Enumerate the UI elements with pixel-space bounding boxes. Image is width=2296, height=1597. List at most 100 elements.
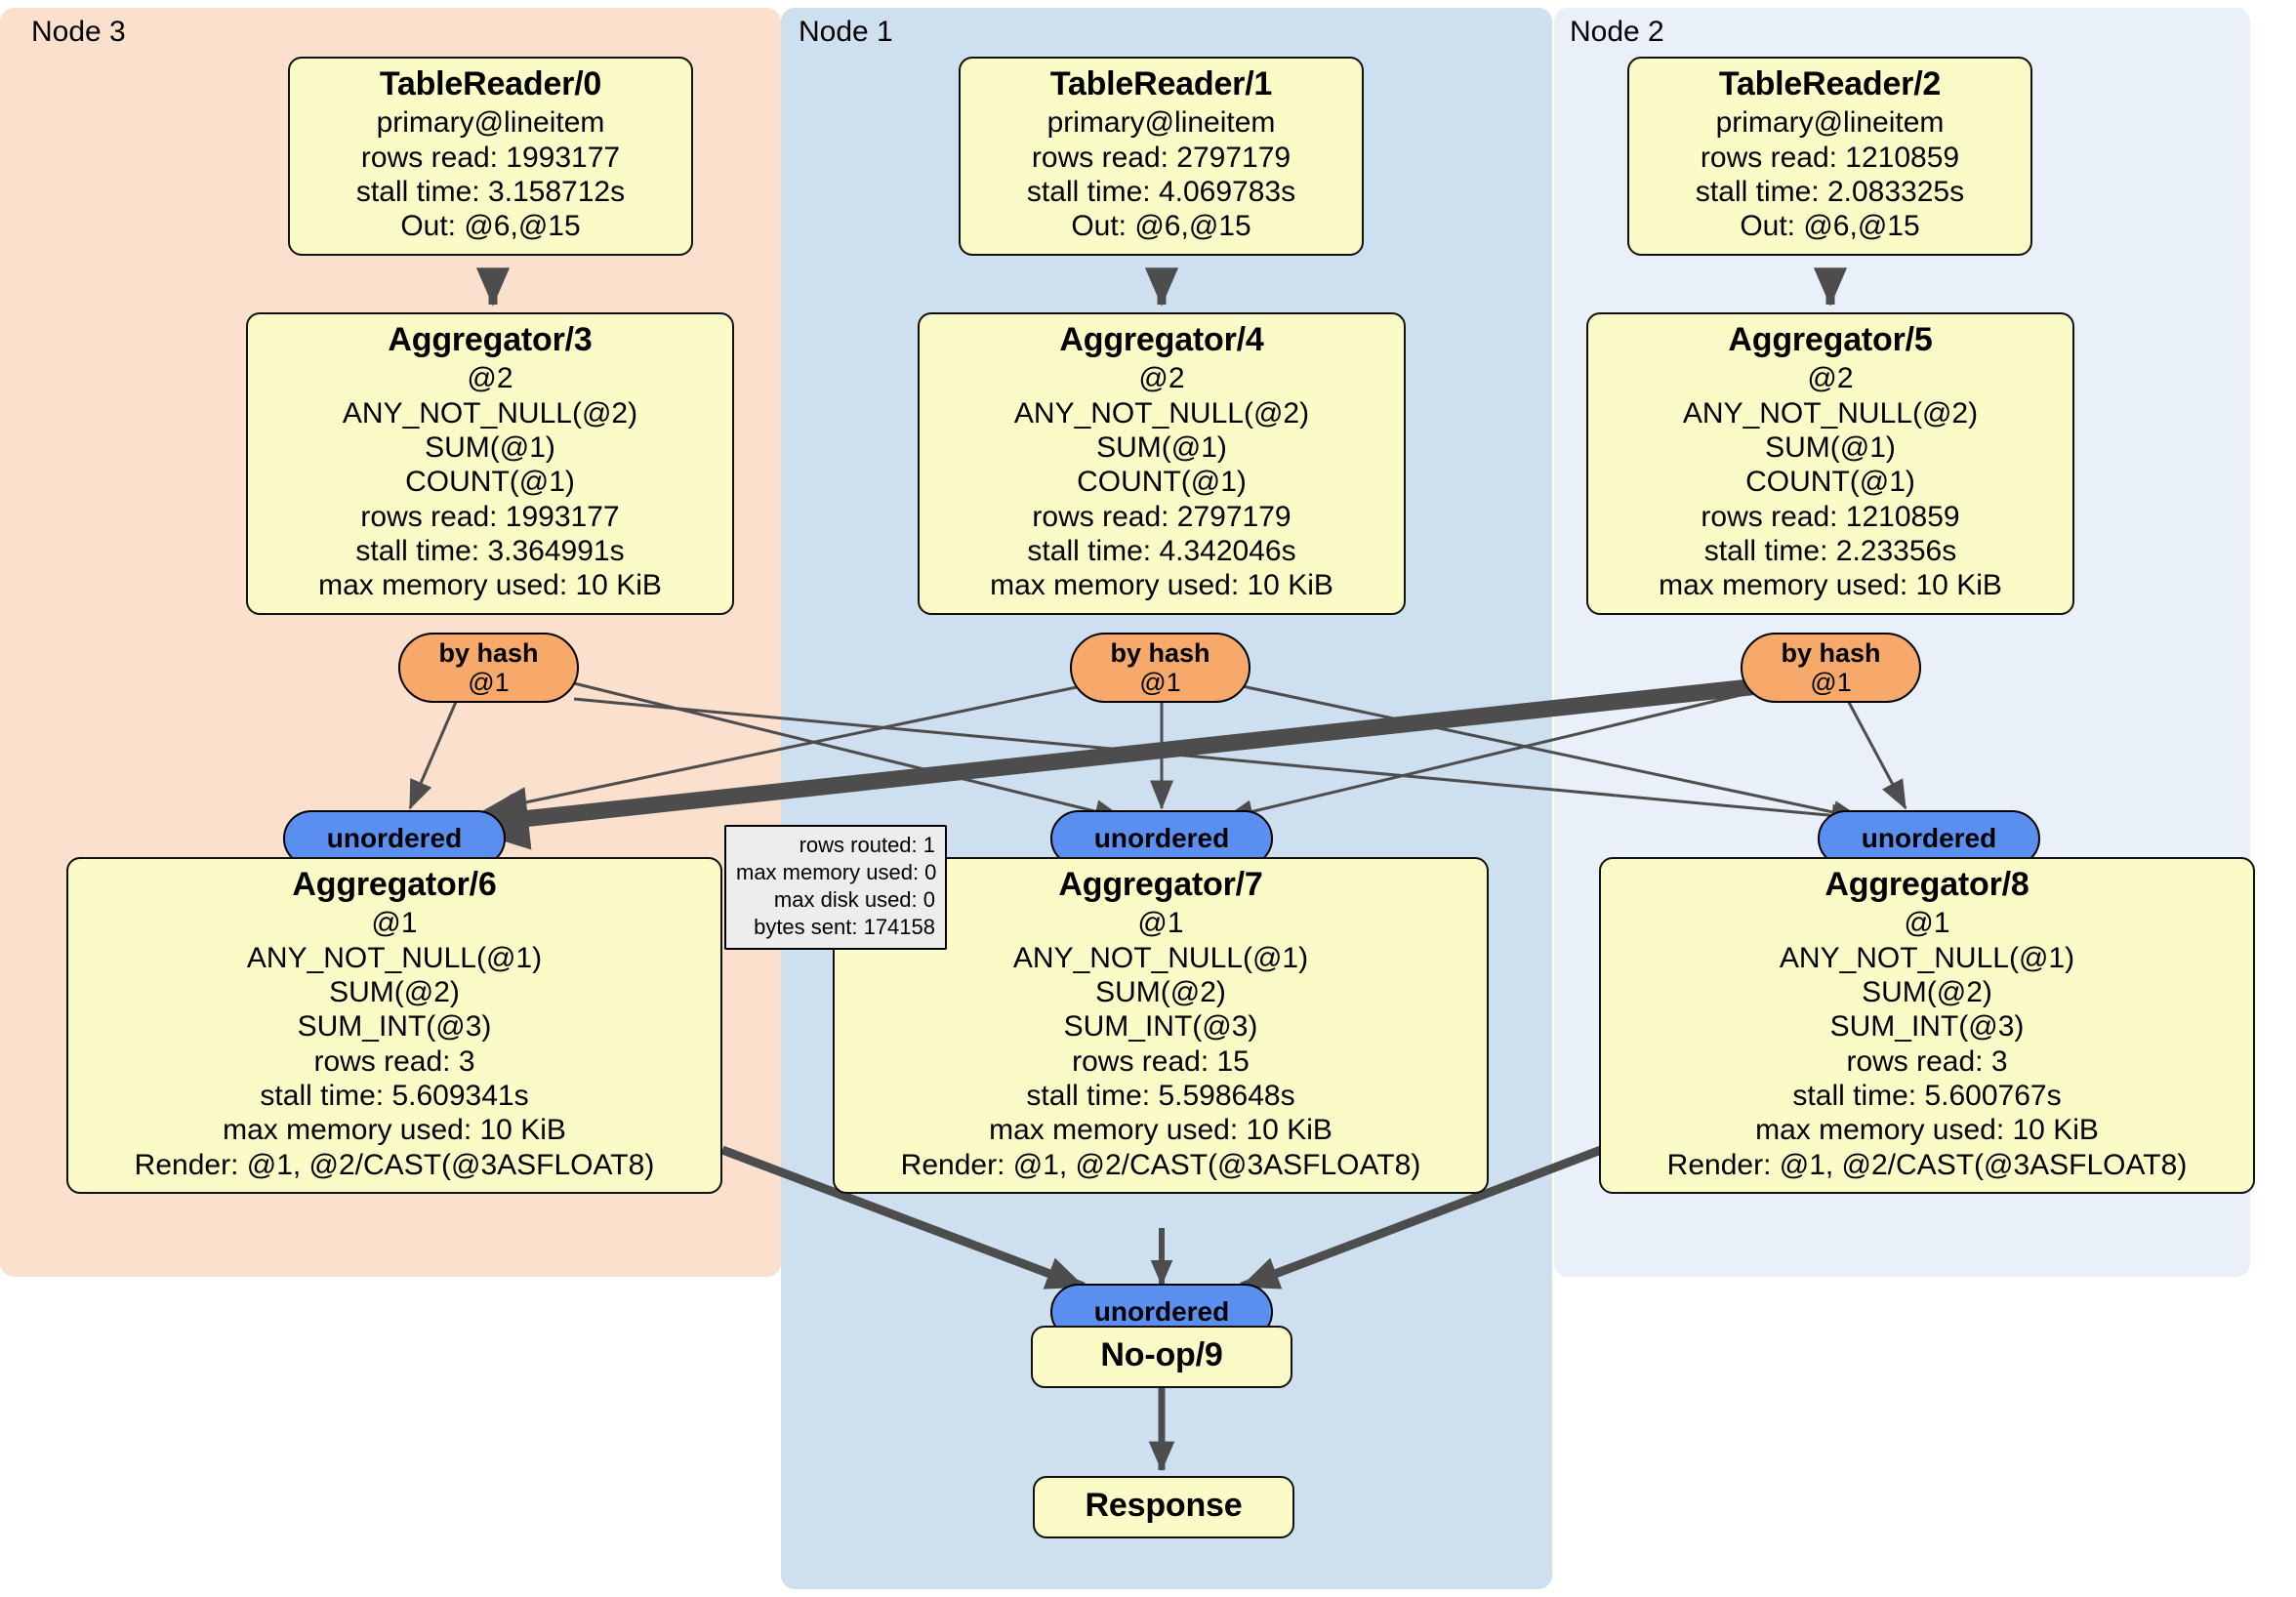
- node-line: Render: @1, @2/CAST(@3ASFLOAT8): [900, 1148, 1421, 1181]
- stats-line: rows routed: 1: [799, 833, 935, 857]
- node-table-reader-2[interactable]: TableReader/2 primary@lineitem rows read…: [1627, 57, 2032, 256]
- node-title: Aggregator/3: [388, 321, 593, 358]
- router-label: by hash: [1781, 637, 1881, 668]
- node-line: ANY_NOT_NULL(@2): [1013, 396, 1310, 430]
- node-title: No-op/9: [1100, 1336, 1223, 1373]
- router-by-hash-4[interactable]: by hash @1: [1070, 633, 1250, 703]
- router-column: @1: [1810, 668, 1852, 697]
- node-table-reader-0[interactable]: TableReader/0 primary@lineitem rows read…: [288, 57, 693, 256]
- node-line: Out: @6,@15: [1071, 210, 1251, 243]
- node-line: SUM(@1): [425, 430, 555, 464]
- node-line: ANY_NOT_NULL(@2): [1682, 396, 1979, 430]
- node-line: rows read: 1993177: [360, 141, 621, 174]
- node-title: TableReader/0: [379, 65, 602, 102]
- router-label: by hash: [438, 637, 539, 668]
- node-line: max memory used: 10 KiB: [989, 1114, 1332, 1147]
- node-line: SUM_INT(@3): [297, 1010, 492, 1044]
- node-line: SUM(@2): [1862, 975, 1992, 1008]
- node-line: ANY_NOT_NULL(@2): [342, 396, 638, 430]
- node-title: Aggregator/5: [1728, 321, 1933, 358]
- node-line: COUNT(@1): [1077, 466, 1247, 499]
- node-aggregator-3[interactable]: Aggregator/3 @2 ANY_NOT_NULL(@2) SUM(@1)…: [246, 312, 734, 615]
- node-line: SUM(@2): [329, 975, 460, 1008]
- node-line: ANY_NOT_NULL(@1): [1779, 941, 2075, 974]
- node-title: Aggregator/4: [1059, 321, 1264, 358]
- cluster-label-node2: Node 2: [1570, 16, 1664, 48]
- node-line: COUNT(@1): [405, 466, 575, 499]
- node-line: rows read: 3: [313, 1044, 475, 1078]
- node-no-op-9[interactable]: No-op/9: [1031, 1326, 1292, 1389]
- stats-line: max disk used: 0: [773, 887, 935, 913]
- node-line: SUM(@2): [1095, 975, 1226, 1008]
- node-line: stall time: 4.069783s: [1026, 175, 1296, 208]
- node-line: stall time: 2.083325s: [1695, 175, 1965, 208]
- node-line: SUM(@1): [1096, 430, 1227, 464]
- node-line: stall time: 2.23356s: [1703, 535, 1957, 568]
- node-title: Response: [1085, 1487, 1243, 1524]
- node-aggregator-5[interactable]: Aggregator/5 @2 ANY_NOT_NULL(@2) SUM(@1)…: [1586, 312, 2074, 615]
- node-line: rows read: 2797179: [1031, 141, 1292, 174]
- node-title: TableReader/2: [1718, 65, 1942, 102]
- node-line: max memory used: 10 KiB: [1659, 569, 2002, 602]
- node-line: max memory used: 10 KiB: [318, 569, 662, 602]
- node-line: primary@lineitem: [1715, 106, 1945, 140]
- receiver-label: unordered: [1861, 823, 1997, 854]
- node-line: SUM_INT(@3): [1063, 1010, 1258, 1044]
- node-title: TableReader/1: [1049, 65, 1273, 102]
- node-aggregator-4[interactable]: Aggregator/4 @2 ANY_NOT_NULL(@2) SUM(@1)…: [918, 312, 1406, 615]
- router-column: @1: [468, 668, 510, 697]
- node-line: max memory used: 10 KiB: [1755, 1114, 2099, 1147]
- node-line: Out: @6,@15: [400, 210, 581, 243]
- node-line: rows read: 1210859: [1701, 500, 1960, 533]
- node-line: stall time: 4.342046s: [1027, 535, 1296, 568]
- cluster-label-node1: Node 1: [799, 16, 893, 48]
- receiver-label: unordered: [326, 823, 463, 854]
- node-line: stall time: 5.609341s: [260, 1080, 529, 1113]
- node-line: max memory used: 10 KiB: [990, 569, 1333, 602]
- node-line: SUM(@1): [1765, 430, 1896, 464]
- node-line: @1: [1137, 907, 1184, 940]
- node-line: rows read: 15: [1072, 1044, 1250, 1078]
- node-line: rows read: 2797179: [1032, 500, 1292, 533]
- receiver-unordered-node2[interactable]: unordered: [1818, 810, 2040, 867]
- node-response[interactable]: Response: [1033, 1476, 1294, 1539]
- node-line: @2: [1807, 362, 1854, 395]
- cluster-label-node3: Node 3: [31, 16, 126, 48]
- node-aggregator-8[interactable]: Aggregator/8 @1 ANY_NOT_NULL(@1) SUM(@2)…: [1599, 857, 2255, 1195]
- router-by-hash-5[interactable]: by hash @1: [1741, 633, 1921, 703]
- node-line: max memory used: 10 KiB: [223, 1114, 566, 1147]
- node-table-reader-1[interactable]: TableReader/1 primary@lineitem rows read…: [959, 57, 1364, 256]
- node-title: Aggregator/7: [1058, 866, 1263, 903]
- node-line: COUNT(@1): [1745, 466, 1915, 499]
- node-line: @2: [467, 362, 513, 395]
- node-line: Render: @1, @2/CAST(@3ASFLOAT8): [1666, 1148, 2188, 1181]
- node-line: @1: [1904, 907, 1950, 940]
- node-line: primary@lineitem: [1046, 106, 1276, 140]
- stats-line: max memory used: 0: [736, 860, 937, 885]
- node-title: Aggregator/8: [1824, 866, 2030, 903]
- node-line: stall time: 5.598648s: [1026, 1080, 1295, 1113]
- node-line: Render: @1, @2/CAST(@3ASFLOAT8): [134, 1148, 655, 1181]
- node-line: stall time: 3.364991s: [355, 535, 625, 568]
- router-by-hash-3[interactable]: by hash @1: [398, 633, 579, 703]
- node-line: ANY_NOT_NULL(@1): [246, 941, 543, 974]
- receiver-label: unordered: [1093, 823, 1230, 854]
- router-column: @1: [1139, 668, 1181, 697]
- node-line: @2: [1138, 362, 1185, 395]
- node-title: Aggregator/6: [292, 866, 497, 903]
- node-line: ANY_NOT_NULL(@1): [1012, 941, 1309, 974]
- receiver-label: unordered: [1093, 1296, 1230, 1328]
- node-line: Out: @6,@15: [1740, 210, 1920, 243]
- node-line: stall time: 5.600767s: [1792, 1080, 2062, 1113]
- router-label: by hash: [1110, 637, 1210, 668]
- node-line: rows read: 3: [1846, 1044, 2008, 1078]
- node-line: primary@lineitem: [376, 106, 605, 140]
- node-line: rows read: 1210859: [1700, 141, 1960, 174]
- stats-line: bytes sent: 174158: [754, 915, 935, 940]
- node-line: @1: [371, 907, 418, 940]
- node-line: stall time: 3.158712s: [355, 175, 626, 208]
- stream-stats-box: rows routed: 1 max memory used: 0 max di…: [724, 825, 947, 950]
- node-line: SUM_INT(@3): [1829, 1010, 2025, 1044]
- node-aggregator-6[interactable]: Aggregator/6 @1 ANY_NOT_NULL(@1) SUM(@2)…: [66, 857, 722, 1195]
